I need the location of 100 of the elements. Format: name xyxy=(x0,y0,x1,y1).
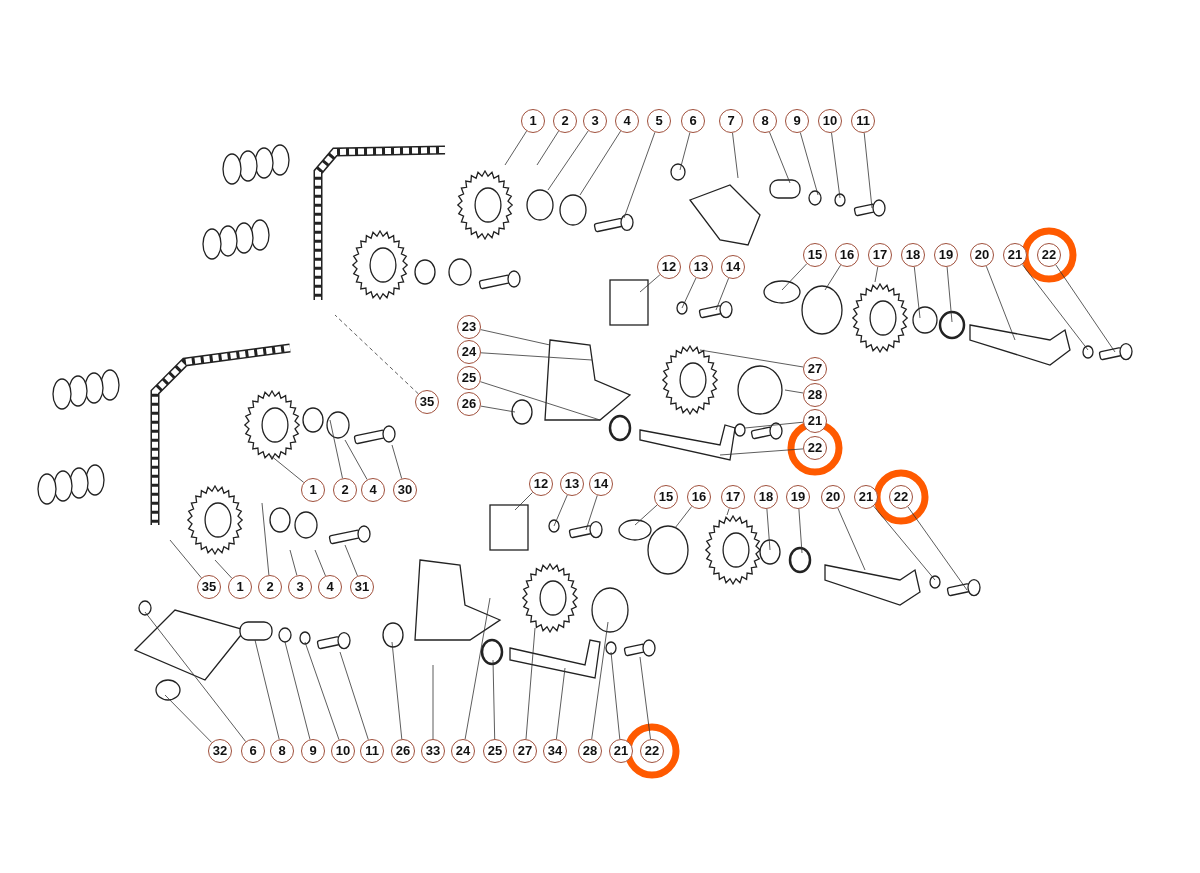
callout-number: 18 xyxy=(901,243,925,267)
leader-line xyxy=(913,266,921,319)
callout-number: 1 xyxy=(521,109,545,133)
callout-number: 22 xyxy=(640,739,664,763)
leader-line xyxy=(525,627,536,740)
leader-line xyxy=(873,505,936,581)
callout-number: 2 xyxy=(333,478,357,502)
leader-line xyxy=(985,265,1016,341)
leader-line xyxy=(269,454,305,483)
leader-line xyxy=(639,656,651,740)
callout-number: 14 xyxy=(589,472,613,496)
leader-line xyxy=(339,651,369,740)
leader-line xyxy=(314,549,326,577)
callout-number: 35 xyxy=(197,575,221,599)
callout-number: 26 xyxy=(457,392,481,416)
leader-line xyxy=(719,448,804,456)
callout-number: 4 xyxy=(361,478,385,502)
leader-line xyxy=(769,131,791,184)
callout-number: 3 xyxy=(583,109,607,133)
leader-line xyxy=(585,495,598,531)
callout-number: 25 xyxy=(483,739,507,763)
callout-number: 17 xyxy=(721,485,745,509)
leader-line xyxy=(766,508,771,551)
callout-number: 21 xyxy=(803,409,827,433)
callout-number: 23 xyxy=(457,315,481,339)
leader-line xyxy=(639,274,661,293)
leader-line xyxy=(579,130,621,196)
callout-number: 19 xyxy=(786,485,810,509)
callout-number: 21 xyxy=(1003,243,1027,267)
callout-number: 1 xyxy=(228,575,252,599)
callout-number: 5 xyxy=(647,109,671,133)
leader-line xyxy=(798,508,803,554)
leader-line xyxy=(304,641,340,741)
callout-number: 21 xyxy=(854,485,878,509)
callout-number: 26 xyxy=(391,739,415,763)
callout-number: 32 xyxy=(208,739,232,763)
leader-line xyxy=(284,641,311,740)
leader-line xyxy=(480,381,601,421)
callout-number: 6 xyxy=(241,739,265,763)
callout-number: 25 xyxy=(457,366,481,390)
leader-line xyxy=(480,405,516,413)
leader-line xyxy=(480,329,551,346)
leader-line xyxy=(732,132,739,179)
leader-line xyxy=(391,444,403,479)
callout-number: 31 xyxy=(350,575,374,599)
callout-number: 8 xyxy=(270,739,294,763)
callout-number: 12 xyxy=(529,472,553,496)
callout-number: 11 xyxy=(851,109,875,133)
leader-line xyxy=(214,559,233,579)
callout-number: 8 xyxy=(753,109,777,133)
leader-line xyxy=(504,130,527,166)
leader-line xyxy=(679,132,691,171)
callout-number: 27 xyxy=(803,357,827,381)
callout-number: 10 xyxy=(818,109,842,133)
leader-line xyxy=(726,508,730,516)
callout-number: 9 xyxy=(785,109,809,133)
leader-line xyxy=(715,277,729,311)
leader-line xyxy=(863,132,873,209)
leader-line xyxy=(744,421,804,429)
leader-line xyxy=(1055,264,1116,353)
callout-number: 35 xyxy=(415,390,439,414)
callout-number: 9 xyxy=(301,739,325,763)
leader-line xyxy=(824,264,841,291)
callout-number: 10 xyxy=(331,739,355,763)
callout-number: 3 xyxy=(288,575,312,599)
callout-number: 28 xyxy=(578,739,602,763)
leader-line xyxy=(674,506,693,529)
callout-number: 20 xyxy=(970,243,994,267)
callout-number: 6 xyxy=(681,109,705,133)
callout-number: 16 xyxy=(687,485,711,509)
callout-number: 17 xyxy=(868,243,892,267)
leader-line xyxy=(874,266,879,283)
leader-line xyxy=(254,639,280,740)
callout-number: 12 xyxy=(657,255,681,279)
leader-line xyxy=(837,507,866,571)
callout-number: 4 xyxy=(615,109,639,133)
leader-line xyxy=(289,549,298,576)
callout-number: 13 xyxy=(560,472,584,496)
leader-line xyxy=(634,504,658,526)
leader-line xyxy=(591,621,609,740)
leader-line xyxy=(261,502,270,576)
leader-line xyxy=(536,130,559,166)
callout-number: 27 xyxy=(513,739,537,763)
callout-number: 13 xyxy=(689,255,713,279)
leader-line xyxy=(344,544,358,577)
callout-number: 34 xyxy=(543,739,567,763)
leader-line xyxy=(610,651,621,740)
callout-number: 2 xyxy=(258,575,282,599)
callout-number: 4 xyxy=(318,575,342,599)
callout-number: 14 xyxy=(721,255,745,279)
leader-line xyxy=(781,263,808,291)
leader-line xyxy=(391,641,403,740)
leader-line xyxy=(623,131,656,219)
leader-line xyxy=(169,539,202,579)
leader-line xyxy=(164,694,212,743)
leader-line xyxy=(432,664,434,740)
callout-number: 11 xyxy=(360,739,384,763)
callout-number: 28 xyxy=(803,383,827,407)
callout-number: 22 xyxy=(889,485,913,509)
callout-number: 15 xyxy=(654,485,678,509)
